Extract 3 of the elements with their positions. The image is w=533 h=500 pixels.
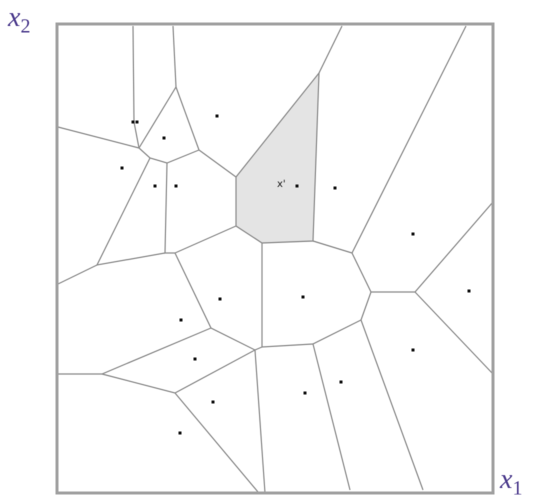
axis-label: x$_{1}$ — [500, 466, 522, 499]
axis-label: x$_{2}$ — [8, 4, 30, 37]
point-label: x' — [277, 180, 286, 190]
